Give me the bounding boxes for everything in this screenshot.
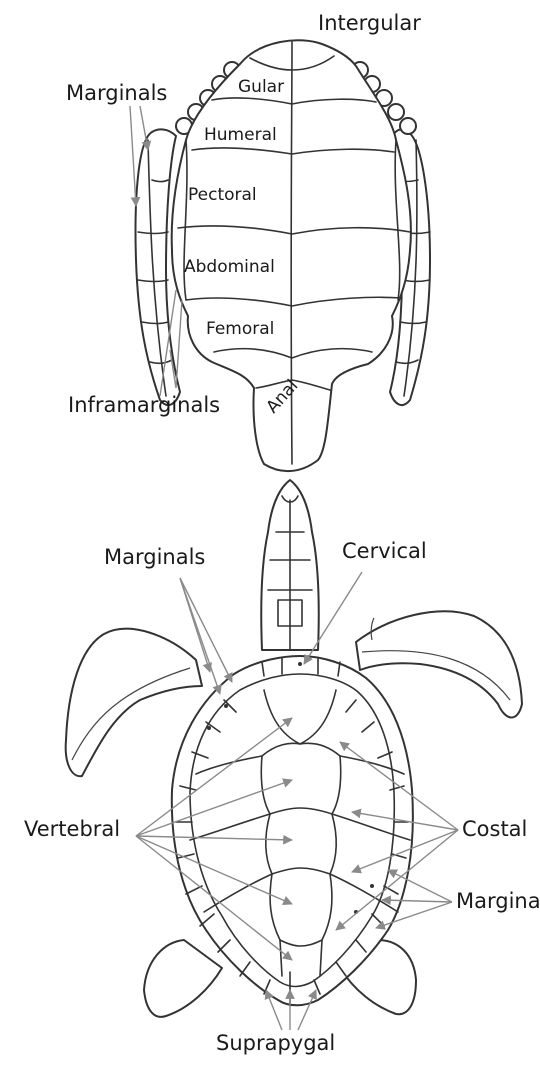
plastron-label-inframarginals: Inframarginals (68, 393, 220, 417)
carapace-label-suprapygal: Suprapygal (216, 1031, 335, 1055)
carapace-label-costal: Costal (462, 817, 527, 841)
plastron-label-gular: Gular (238, 77, 284, 97)
left-rear-flipper (144, 940, 222, 1017)
carapace-label-margina: Margina (456, 889, 540, 913)
plastron-label-marginals: Marginals (66, 81, 167, 105)
plastron-label-intergular: Intergular (318, 11, 421, 35)
carapace-label-vertebral: Vertebral (24, 817, 120, 841)
carapace-figure: Marginals Cervical Vertebral Costal Marg… (24, 480, 540, 1055)
plastron-label-abdominal: Abdominal (184, 257, 275, 277)
carapace-label-marginals: Marginals (104, 545, 205, 569)
carapace-label-cervical: Cervical (342, 539, 427, 563)
plastron-label-humeral: Humeral (204, 125, 277, 145)
plastron-figure: Intergular Marginals Gular Humeral Pecto… (66, 11, 430, 471)
plastron-label-femoral: Femoral (206, 319, 274, 339)
plastron-label-pectoral: Pectoral (188, 185, 257, 205)
